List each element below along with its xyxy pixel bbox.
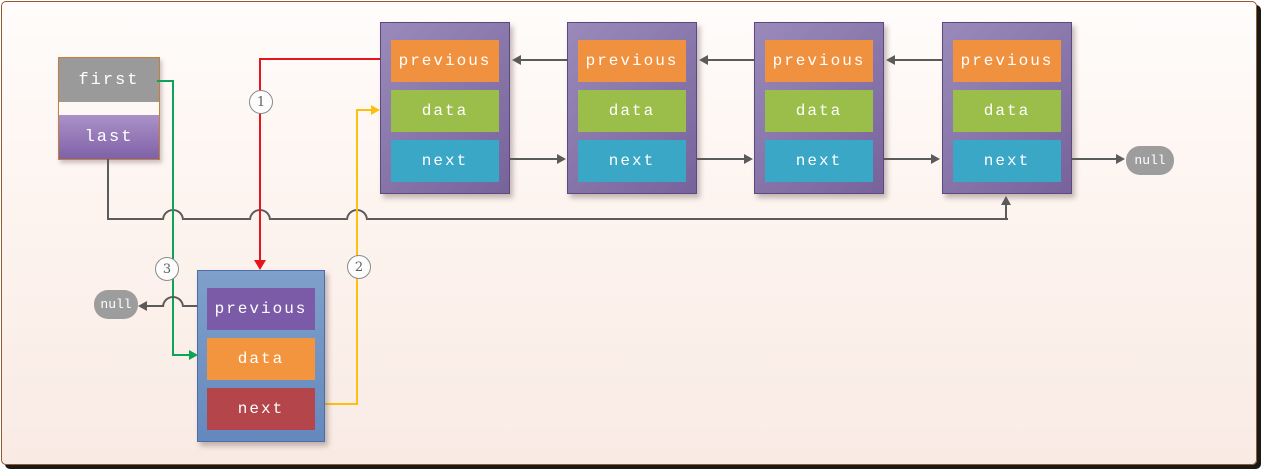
node4-next-field: next [953, 140, 1061, 182]
first-line-h2 [172, 354, 189, 356]
prev-line-3to2 [707, 59, 765, 61]
last-pointer-label: last [84, 127, 134, 147]
arrow-left-prev-4to3-icon [886, 55, 895, 65]
node4-previous-label: previous [960, 52, 1054, 70]
last-line-seg4 [368, 218, 1008, 220]
new-node: previous data next [197, 270, 325, 442]
yellow-line-top [356, 109, 371, 111]
next-line-3to4 [873, 158, 931, 160]
last-line-up-vertical [1005, 204, 1007, 220]
last-line-seg2 [184, 218, 249, 220]
node2-next-field: next [578, 140, 686, 182]
list-node-3: previous data next [754, 22, 884, 194]
first-pointer-cell: first [59, 58, 159, 102]
node3-previous-field: previous [765, 40, 873, 82]
node1-data-label: data [421, 102, 469, 120]
next-line-4tonull [1061, 158, 1116, 160]
newnode-next-field: next [207, 388, 315, 430]
null-right-label: null [1134, 153, 1166, 168]
node1-previous-label: previous [398, 52, 492, 70]
arrow-up-to-tail-node-icon [1001, 196, 1011, 205]
list-node-2: previous data next [567, 22, 697, 194]
red-line-vertical [259, 58, 261, 261]
first-line-vertical [172, 80, 174, 356]
node4-data-field: data [953, 90, 1061, 132]
last-line-vertical [107, 159, 109, 220]
step-badge-2: 2 [347, 255, 371, 279]
arrow-down-to-new-node-icon [254, 260, 266, 270]
node4-next-label: next [983, 152, 1031, 170]
node1-previous-field: previous [391, 40, 499, 82]
arrow-left-to-null-icon [138, 301, 147, 311]
first-pointer-label: first [78, 70, 140, 90]
arrow-left-prev-3to2-icon [699, 55, 708, 65]
list-node-4: previous data next [942, 22, 1072, 194]
step-2-label: 2 [354, 259, 364, 275]
null-pill-right: null [1126, 146, 1174, 175]
step-badge-1: 1 [249, 90, 273, 114]
node1-next-label: next [421, 152, 469, 170]
last-pointer-cell: last [59, 115, 159, 159]
null-pill-left: null [94, 290, 138, 319]
arrow-right-to-head-node-icon [371, 105, 380, 115]
newnode-prev-line-seg1 [147, 305, 163, 307]
arrow-left-prev-2to1-icon [512, 55, 521, 65]
arrow-right-next-1to2-icon [557, 154, 566, 164]
step-badge-3: 3 [155, 257, 179, 281]
newnode-data-label: data [237, 350, 285, 368]
next-line-2to3 [686, 158, 744, 160]
node2-data-field: data [578, 90, 686, 132]
list-node-1: previous data next [380, 22, 510, 194]
node2-next-label: next [608, 152, 656, 170]
null-left-label: null [100, 297, 132, 312]
node3-previous-label: previous [772, 52, 866, 70]
newnode-prev-line-seg2 [184, 305, 207, 307]
step-3-label: 3 [162, 261, 172, 277]
red-line-horizontal [259, 58, 391, 60]
node2-previous-label: previous [585, 52, 679, 70]
node4-previous-field: previous [953, 40, 1061, 82]
yellow-line-bottom [315, 403, 358, 405]
node4-data-label: data [983, 102, 1031, 120]
pointer-box-spacer [59, 102, 159, 115]
node2-previous-field: previous [578, 40, 686, 82]
last-line-seg3 [271, 218, 346, 220]
newnode-prev-hop-over-green [162, 296, 184, 307]
prev-line-4to3 [894, 59, 953, 61]
node3-data-field: data [765, 90, 873, 132]
arrow-right-next-to-null-icon [1116, 154, 1125, 164]
next-line-1to2 [499, 158, 557, 160]
node1-next-field: next [391, 140, 499, 182]
pointer-box: first last [58, 57, 160, 160]
arrow-right-to-new-node-icon [189, 350, 198, 360]
newnode-previous-field: previous [207, 288, 315, 330]
last-line-seg1 [107, 218, 162, 220]
arrow-right-next-2to3-icon [744, 154, 753, 164]
node2-data-label: data [608, 102, 656, 120]
node3-data-label: data [795, 102, 843, 120]
first-line-h1 [157, 80, 174, 82]
node3-next-field: next [765, 140, 873, 182]
arrow-right-next-3to4-icon [931, 154, 940, 164]
step-1-label: 1 [256, 94, 266, 110]
node1-data-field: data [391, 90, 499, 132]
newnode-data-field: data [207, 338, 315, 380]
prev-line-2to1 [520, 59, 578, 61]
newnode-next-label: next [237, 400, 285, 418]
node3-next-label: next [795, 152, 843, 170]
newnode-previous-label: previous [214, 300, 308, 318]
